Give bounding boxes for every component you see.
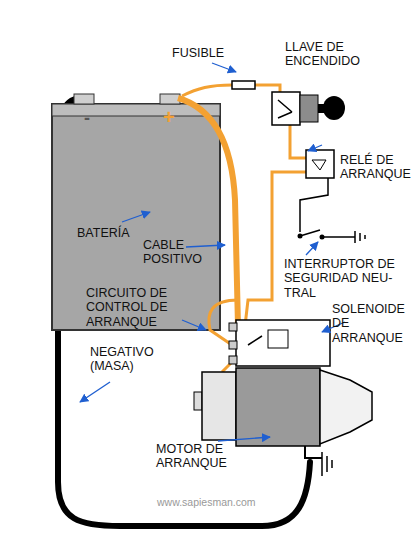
negative-terminal [74,94,94,104]
starter-solenoid [236,320,330,366]
ground-symbol [355,231,365,243]
relay-contact [312,160,326,170]
part-label: FUSIBLE [172,46,242,60]
solenoid-coil [268,330,288,348]
positive-terminal [160,94,180,104]
motor-body [236,368,320,446]
switch-contact-point [320,235,325,240]
part-label: SOLENOIDE DE ARRANQUE [332,302,416,345]
part-label: CABLE POSITIVO [143,238,215,267]
part-label: RELÉ DE ARRANQUE [340,153,414,182]
solenoid-terminals [229,323,237,364]
switch-contact [278,100,292,118]
positive-cable [178,98,238,326]
part-label: LLAVE DE ENCENDIDO [285,40,365,69]
key-cylinder [300,95,318,122]
motor-ground-bracket [305,446,322,458]
fuse-wire [182,85,232,96]
leader-arrows [80,63,345,441]
part-label: CIRCUITO DE CONTROL DE ARRANQUE [86,286,186,329]
motor-end-cap [202,372,236,440]
key-head [323,96,345,120]
part-label: BATERÍA [77,226,147,240]
switch-pivot [298,234,303,239]
relay-to-solenoid-wire [245,172,306,326]
motor-ground-symbol [322,452,332,476]
part-label: INTERRUPTOR DE SEGURIDAD NEU- TRAL [284,257,414,300]
ignition-switch [272,92,300,125]
terminal-sign: + [163,106,181,129]
battery-body [52,104,220,330]
part-label: NEGATIVO (MASA) [90,345,162,374]
starter-relay [306,150,334,178]
fuse [232,81,255,89]
control-circuit-wire [209,300,238,345]
motor-stub [194,392,202,410]
switch-to-relay-wire [290,124,306,158]
terminal-sign: - [84,108,98,129]
solenoid-contact [248,336,262,345]
motor-nose [320,370,372,444]
watermark: www.sapiesman.com [157,496,277,508]
neutral-switch-wire [300,178,355,237]
part-label: MOTOR DE ARRANQUE [156,442,236,471]
